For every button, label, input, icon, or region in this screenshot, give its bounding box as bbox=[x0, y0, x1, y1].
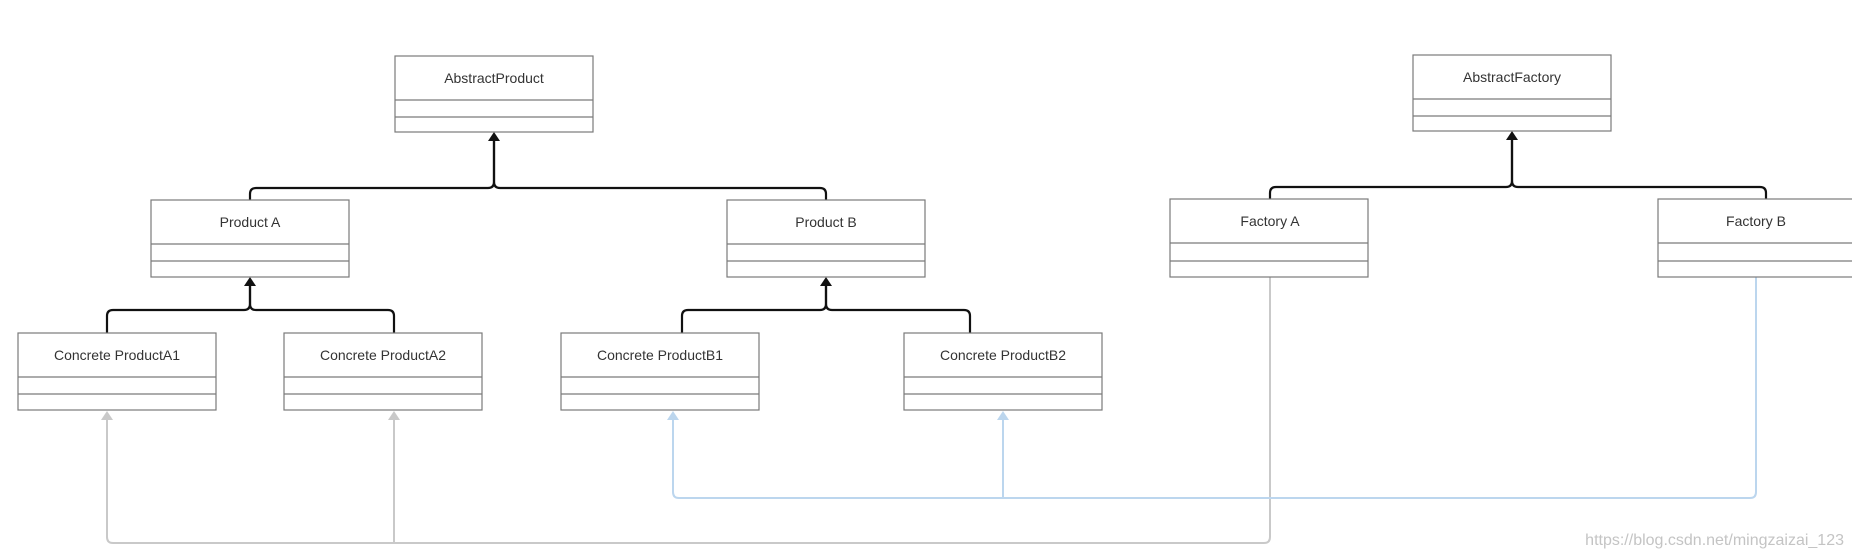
class-concrete-product-b1[interactable]: Concrete ProductB1 bbox=[560, 332, 760, 411]
dependency-line-factory-b bbox=[672, 277, 1757, 499]
class-product-a[interactable]: Product A bbox=[150, 199, 350, 278]
inherit-line-concrete-b1 bbox=[680, 285, 828, 333]
class-name: AbstractProduct bbox=[444, 70, 544, 86]
factory-b-dependencies bbox=[667, 277, 1757, 499]
inheritance-connectors bbox=[105, 131, 1768, 333]
factory-a-dependencies bbox=[101, 277, 1271, 544]
class-box bbox=[283, 332, 483, 411]
dependency-arrowhead-concrete-a2 bbox=[388, 411, 400, 420]
class-name: Product A bbox=[220, 214, 281, 230]
inherit-line-factory-b bbox=[1510, 140, 1768, 199]
inherit-arrowhead-product-a bbox=[244, 277, 256, 286]
class-product-b[interactable]: Product B bbox=[726, 199, 926, 278]
class-abstract-factory[interactable]: AbstractFactory bbox=[1412, 54, 1612, 132]
dependency-arrowhead-concrete-a1 bbox=[101, 411, 113, 420]
inherit-line-concrete-a2 bbox=[248, 285, 396, 333]
inherit-line-factory-a bbox=[1268, 140, 1514, 199]
class-name: Product B bbox=[795, 214, 856, 230]
dependency-arrowhead-concrete-b2 bbox=[997, 411, 1009, 420]
class-factory-a[interactable]: Factory A bbox=[1169, 198, 1369, 278]
class-concrete-product-a2[interactable]: Concrete ProductA2 bbox=[283, 332, 483, 411]
class-box bbox=[726, 199, 926, 278]
class-box bbox=[1169, 198, 1369, 278]
inherit-line-concrete-b2 bbox=[824, 285, 972, 333]
class-box bbox=[560, 332, 760, 411]
class-name: Concrete ProductA2 bbox=[320, 347, 446, 363]
inherit-line-product-a bbox=[248, 140, 496, 200]
class-concrete-product-b2[interactable]: Concrete ProductB2 bbox=[903, 332, 1103, 411]
dependency-line-factory-a bbox=[106, 277, 1271, 544]
class-box bbox=[903, 332, 1103, 411]
class-abstract-product[interactable]: AbstractProduct bbox=[394, 55, 594, 133]
dependency-arrowhead-concrete-b1 bbox=[667, 411, 679, 420]
watermark-text: https://blog.csdn.net/mingzaizai_123 bbox=[1585, 532, 1844, 549]
inherit-arrowhead-abstract-factory bbox=[1506, 131, 1518, 140]
inherit-arrowhead-product-b bbox=[820, 277, 832, 286]
class-factory-b[interactable]: Factory B bbox=[1657, 198, 1852, 278]
class-name: Factory A bbox=[1240, 213, 1300, 229]
inherit-line-concrete-a1 bbox=[105, 285, 252, 333]
class-box bbox=[1657, 198, 1852, 278]
class-concrete-product-a1[interactable]: Concrete ProductA1 bbox=[17, 332, 217, 411]
class-box bbox=[394, 55, 594, 133]
class-name: Concrete ProductB1 bbox=[597, 347, 723, 363]
inherit-line-product-b bbox=[492, 140, 828, 200]
class-box bbox=[1412, 54, 1612, 132]
class-name: Factory B bbox=[1726, 213, 1786, 229]
class-box bbox=[17, 332, 217, 411]
inherit-arrowhead-abstract-product bbox=[488, 132, 500, 141]
class-box bbox=[150, 199, 350, 278]
class-name: Concrete ProductB2 bbox=[940, 347, 1066, 363]
class-name: AbstractFactory bbox=[1463, 69, 1561, 85]
class-name: Concrete ProductA1 bbox=[54, 347, 180, 363]
